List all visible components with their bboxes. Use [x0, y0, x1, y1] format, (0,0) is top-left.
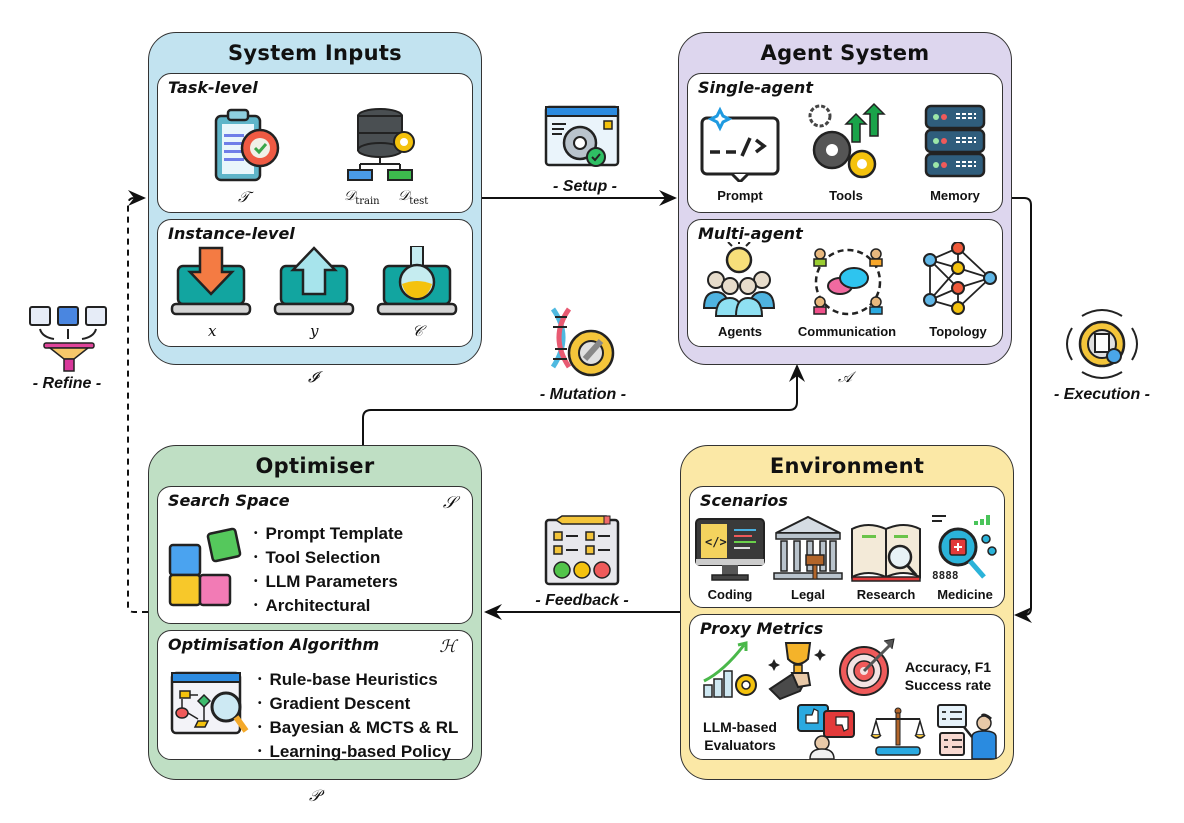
agents-label: Agents: [717, 324, 763, 339]
legal-courthouse-icon: [773, 515, 843, 580]
prompt-code-icon: [700, 106, 780, 182]
task-symbol: 𝒯: [238, 188, 250, 206]
communication-icon: [813, 248, 883, 316]
evaluators-label: Evaluators: [704, 737, 776, 753]
c-symbol: 𝒞: [412, 322, 423, 340]
optimisation-algorithm-title: Optimisation Algorithm: [168, 635, 380, 654]
tools-label: Tools: [829, 188, 863, 203]
medicine-magnifier-icon: 8888: [932, 515, 997, 582]
research-book-icon: [851, 524, 921, 582]
system-inputs-panel: System Inputs Task-level 𝒯 𝒟train: [148, 32, 482, 365]
setup-label: - Setup -: [553, 178, 617, 195]
feedback-label: - Feedback -: [535, 592, 629, 609]
growth-chart-gear-icon: [703, 641, 757, 698]
communication-label: Communication: [797, 324, 897, 339]
optimisation-algorithm-box: Optimisation Algorithm ℋ Rule-base Heuri…: [157, 630, 473, 761]
system-inputs-symbol: 𝓘: [308, 368, 319, 386]
agent-system-symbol: 𝒜: [838, 368, 853, 386]
execution-label: - Execution -: [1053, 386, 1150, 403]
optimiser-panel: Optimiser Search Space 𝒮 Prompt Template…: [148, 445, 482, 780]
search-space-item: Architectural: [254, 595, 403, 619]
search-space-box: Search Space 𝒮 Prompt Template Tool Sele…: [157, 486, 473, 624]
single-agent-title: Single-agent: [698, 78, 813, 97]
database-icon: [347, 108, 415, 181]
topology-network-icon: [923, 242, 997, 315]
environment-panel: Environment Scenarios </> Coding Legal: [680, 445, 1014, 780]
puzzle-pieces-icon: [168, 527, 242, 607]
agents-group-icon: [702, 242, 776, 317]
setup-config-icon: [544, 105, 620, 167]
proxy-metrics-box: Proxy Metrics Accuracy, F1 Su: [689, 614, 1005, 760]
legal-label: Legal: [791, 587, 825, 602]
memory-server-icon: [924, 104, 986, 178]
medicine-label: Medicine: [937, 587, 993, 602]
algorithm-item: Learning-based Policy: [258, 741, 458, 765]
proxy-metrics-title: Proxy Metrics: [700, 619, 824, 638]
flowchart-search-icon: [170, 671, 249, 735]
search-space-item: Tool Selection: [254, 547, 403, 571]
x-symbol: x: [208, 322, 217, 340]
thumbs-rating-icon: [797, 704, 855, 759]
svg-text:8888: 8888: [932, 569, 959, 582]
algorithm-item: Bayesian & MCTS & RL: [258, 717, 459, 741]
environment-title: Environment: [769, 454, 925, 478]
search-space-item: LLM Parameters: [254, 571, 403, 595]
instance-level-box: Instance-level x y 𝒞: [157, 219, 473, 347]
llm-based-label: LLM-based: [703, 719, 777, 735]
refine-funnel-icon: [29, 306, 107, 372]
laptop-upload-icon: [273, 246, 355, 316]
task-level-title: Task-level: [168, 78, 258, 97]
mutation-label: - Mutation -: [539, 386, 627, 403]
mutation-dna-gear-icon: [550, 307, 615, 377]
target-arrow-icon: [839, 638, 895, 696]
search-space-title: Search Space: [168, 491, 290, 510]
optimiser-symbol: 𝒫: [309, 786, 321, 805]
scenarios-title: Scenarios: [700, 491, 788, 510]
algorithm-item: Rule-base Heuristics: [258, 669, 458, 693]
algorithm-item: Gradient Descent: [258, 693, 458, 717]
svg-text:</>: </>: [705, 535, 727, 549]
single-agent-box: Single-agent Prompt Tools Memory: [687, 73, 1003, 213]
task-level-box: Task-level 𝒯 𝒟train 𝒟test: [157, 73, 473, 213]
search-space-list: Prompt Template Tool Selection LLM Param…: [254, 523, 404, 619]
multi-agent-title: Multi-agent: [698, 224, 803, 243]
justice-scale-icon: [870, 707, 926, 756]
laptop-download-icon: [170, 246, 252, 316]
feedback-survey-icon: [544, 515, 620, 586]
refine-label: - Refine -: [32, 375, 102, 392]
system-inputs-title: System Inputs: [228, 41, 402, 65]
scenarios-box: Scenarios </> Coding Legal: [689, 486, 1005, 608]
search-space-symbol: 𝒮: [442, 493, 456, 513]
laptop-flask-icon: [376, 246, 458, 316]
multi-agent-box: Multi-agent Agents Communication: [687, 219, 1003, 347]
optimiser-title: Optimiser: [255, 454, 375, 478]
coding-monitor-icon: </>: [695, 518, 765, 581]
execution-gear-doc-icon: [1066, 309, 1138, 379]
mutation-arrow: [362, 364, 805, 445]
train-symbol: 𝒟train: [344, 188, 380, 207]
search-space-item: Prompt Template: [254, 523, 404, 547]
algorithm-list: Rule-base Heuristics Gradient Descent Ba…: [258, 669, 459, 765]
teacher-checklist-icon: [937, 704, 997, 759]
trophy-hand-icon: [768, 642, 826, 701]
topology-label: Topology: [929, 324, 987, 339]
instance-level-title: Instance-level: [168, 224, 295, 243]
prompt-label: Prompt: [717, 188, 763, 203]
tools-gears-icon: [808, 102, 886, 179]
research-label: Research: [856, 587, 916, 602]
algorithm-symbol: ℋ: [439, 637, 456, 657]
execution-arrow: [1012, 197, 1032, 623]
agent-system-title: Agent System: [760, 41, 930, 65]
success-rate-label: Success rate: [904, 677, 992, 693]
y-symbol: y: [310, 322, 319, 340]
refine-arrow: [127, 190, 148, 613]
memory-label: Memory: [930, 188, 980, 203]
agent-system-panel: Agent System Single-agent Prompt Tools: [678, 32, 1012, 365]
test-symbol: 𝒟test: [398, 188, 429, 207]
accuracy-f1-label: Accuracy, F1: [904, 659, 992, 675]
clipboard-gear-icon: [214, 108, 280, 182]
coding-label: Coding: [707, 587, 753, 602]
